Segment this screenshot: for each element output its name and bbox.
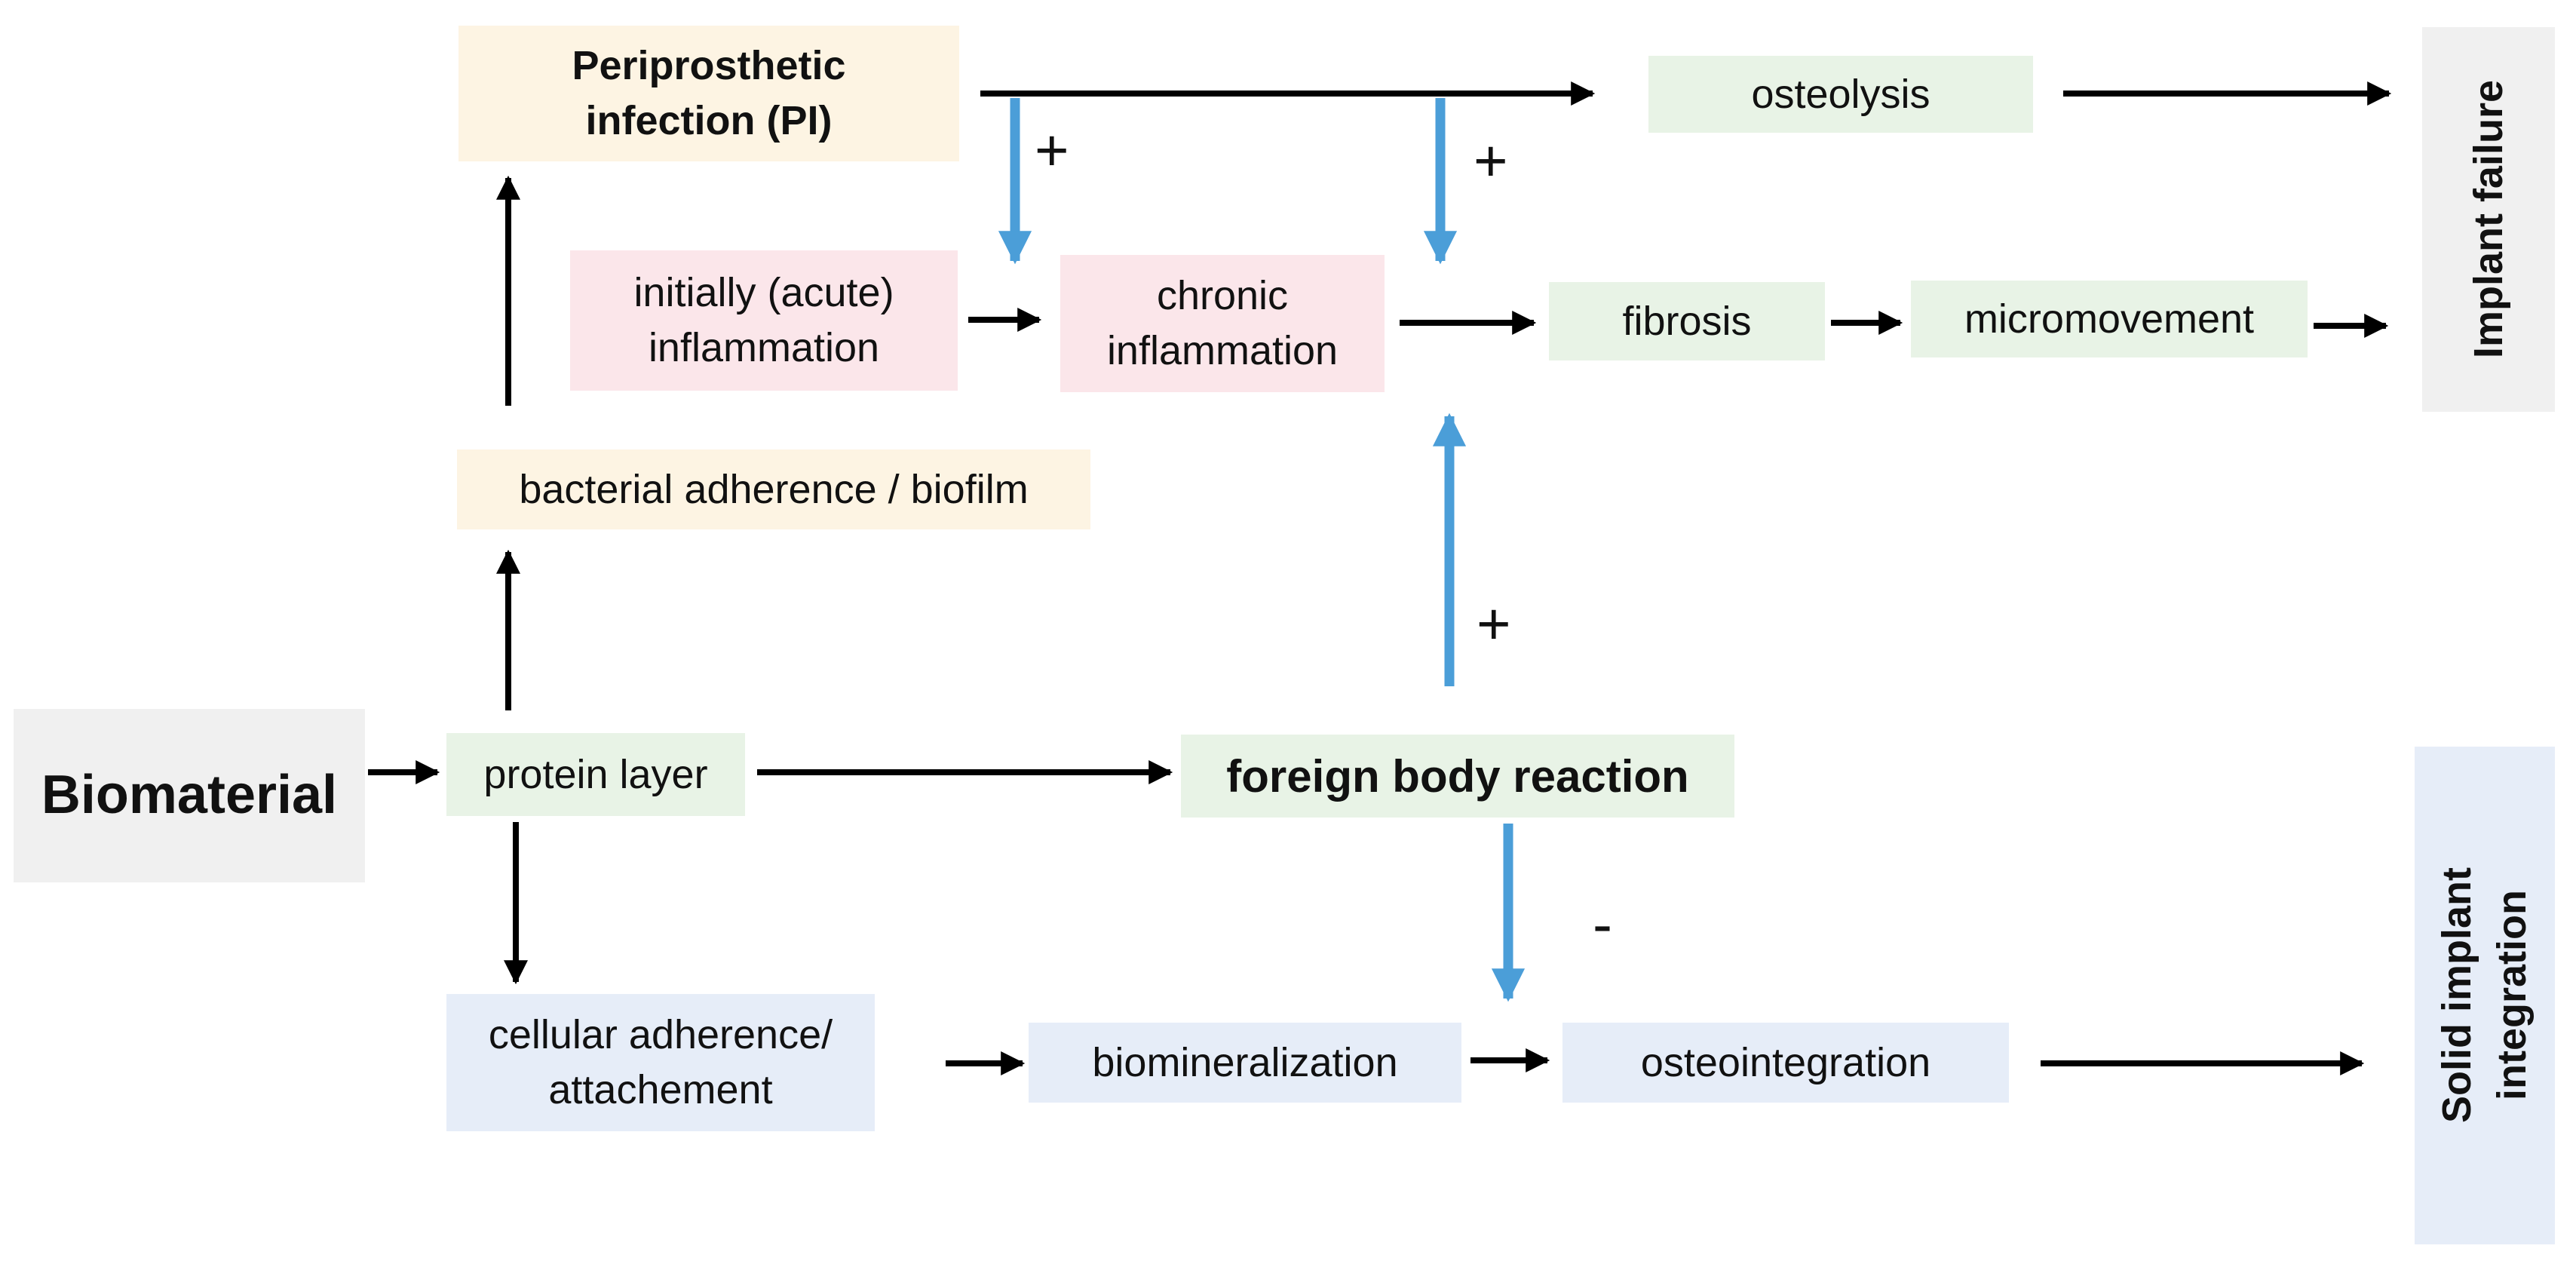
protein-layer-node: protein layer <box>446 733 745 816</box>
biomineralization-node: biomineralization <box>1029 1023 1461 1103</box>
micromovement-label: micromovement <box>1964 296 2255 342</box>
cellular-adherence-node: cellular adherence/ attachement <box>446 994 875 1131</box>
solid-implant-integration-node: Solid implant integration <box>2415 747 2555 1244</box>
foreign-body-reaction-label: foreign body reaction <box>1226 750 1689 802</box>
chronic-inflammation-line1: chronic <box>1156 273 1289 319</box>
biomineralization-label: biomineralization <box>1092 1039 1398 1085</box>
periprosthetic-infection-node: Periprosthetic infection (PI) <box>458 26 959 161</box>
implant-failure-node: Implant failure <box>2422 27 2555 412</box>
osteolysis-node: osteolysis <box>1648 56 2033 133</box>
periprosthetic-line2: infection (PI) <box>585 98 833 143</box>
fibrosis-node: fibrosis <box>1549 282 1825 360</box>
osteolysis-label: osteolysis <box>1751 71 1930 117</box>
bacterial-adherence-label: bacterial adherence / biofilm <box>519 466 1029 512</box>
fibrosis-label: fibrosis <box>1622 298 1752 344</box>
chronic-inflammation-node: chronic inflammation <box>1060 255 1385 392</box>
initial-inflammation-line1: initially (acute) <box>633 270 894 316</box>
minus-sign: - <box>1593 891 1612 957</box>
plus-sign-1: + <box>1035 117 1069 183</box>
cellular-adherence-line2: attachement <box>548 1067 773 1112</box>
plus-sign-2: + <box>1474 127 1508 194</box>
initial-inflammation-line2: inflammation <box>648 325 880 370</box>
osteointegration-node: osteointegration <box>1562 1023 2009 1103</box>
osteointegration-label: osteointegration <box>1640 1039 1931 1085</box>
plus-sign-3: + <box>1477 591 1511 657</box>
chronic-inflammation-line2: inflammation <box>1106 328 1339 373</box>
biomaterial-label: Biomaterial <box>41 765 338 826</box>
periprosthetic-line1: Periprosthetic <box>572 43 846 89</box>
micromovement-node: micromovement <box>1911 281 2308 357</box>
cellular-adherence-line1: cellular adherence/ <box>488 1012 833 1058</box>
initial-inflammation-node: initially (acute) inflammation <box>570 250 958 391</box>
bacterial-adherence-node: bacterial adherence / biofilm <box>457 449 1090 529</box>
biomaterial-node: Biomaterial <box>14 709 365 882</box>
protein-layer-label: protein layer <box>483 751 708 797</box>
foreign-body-reaction-node: foreign body reaction <box>1181 735 1734 818</box>
